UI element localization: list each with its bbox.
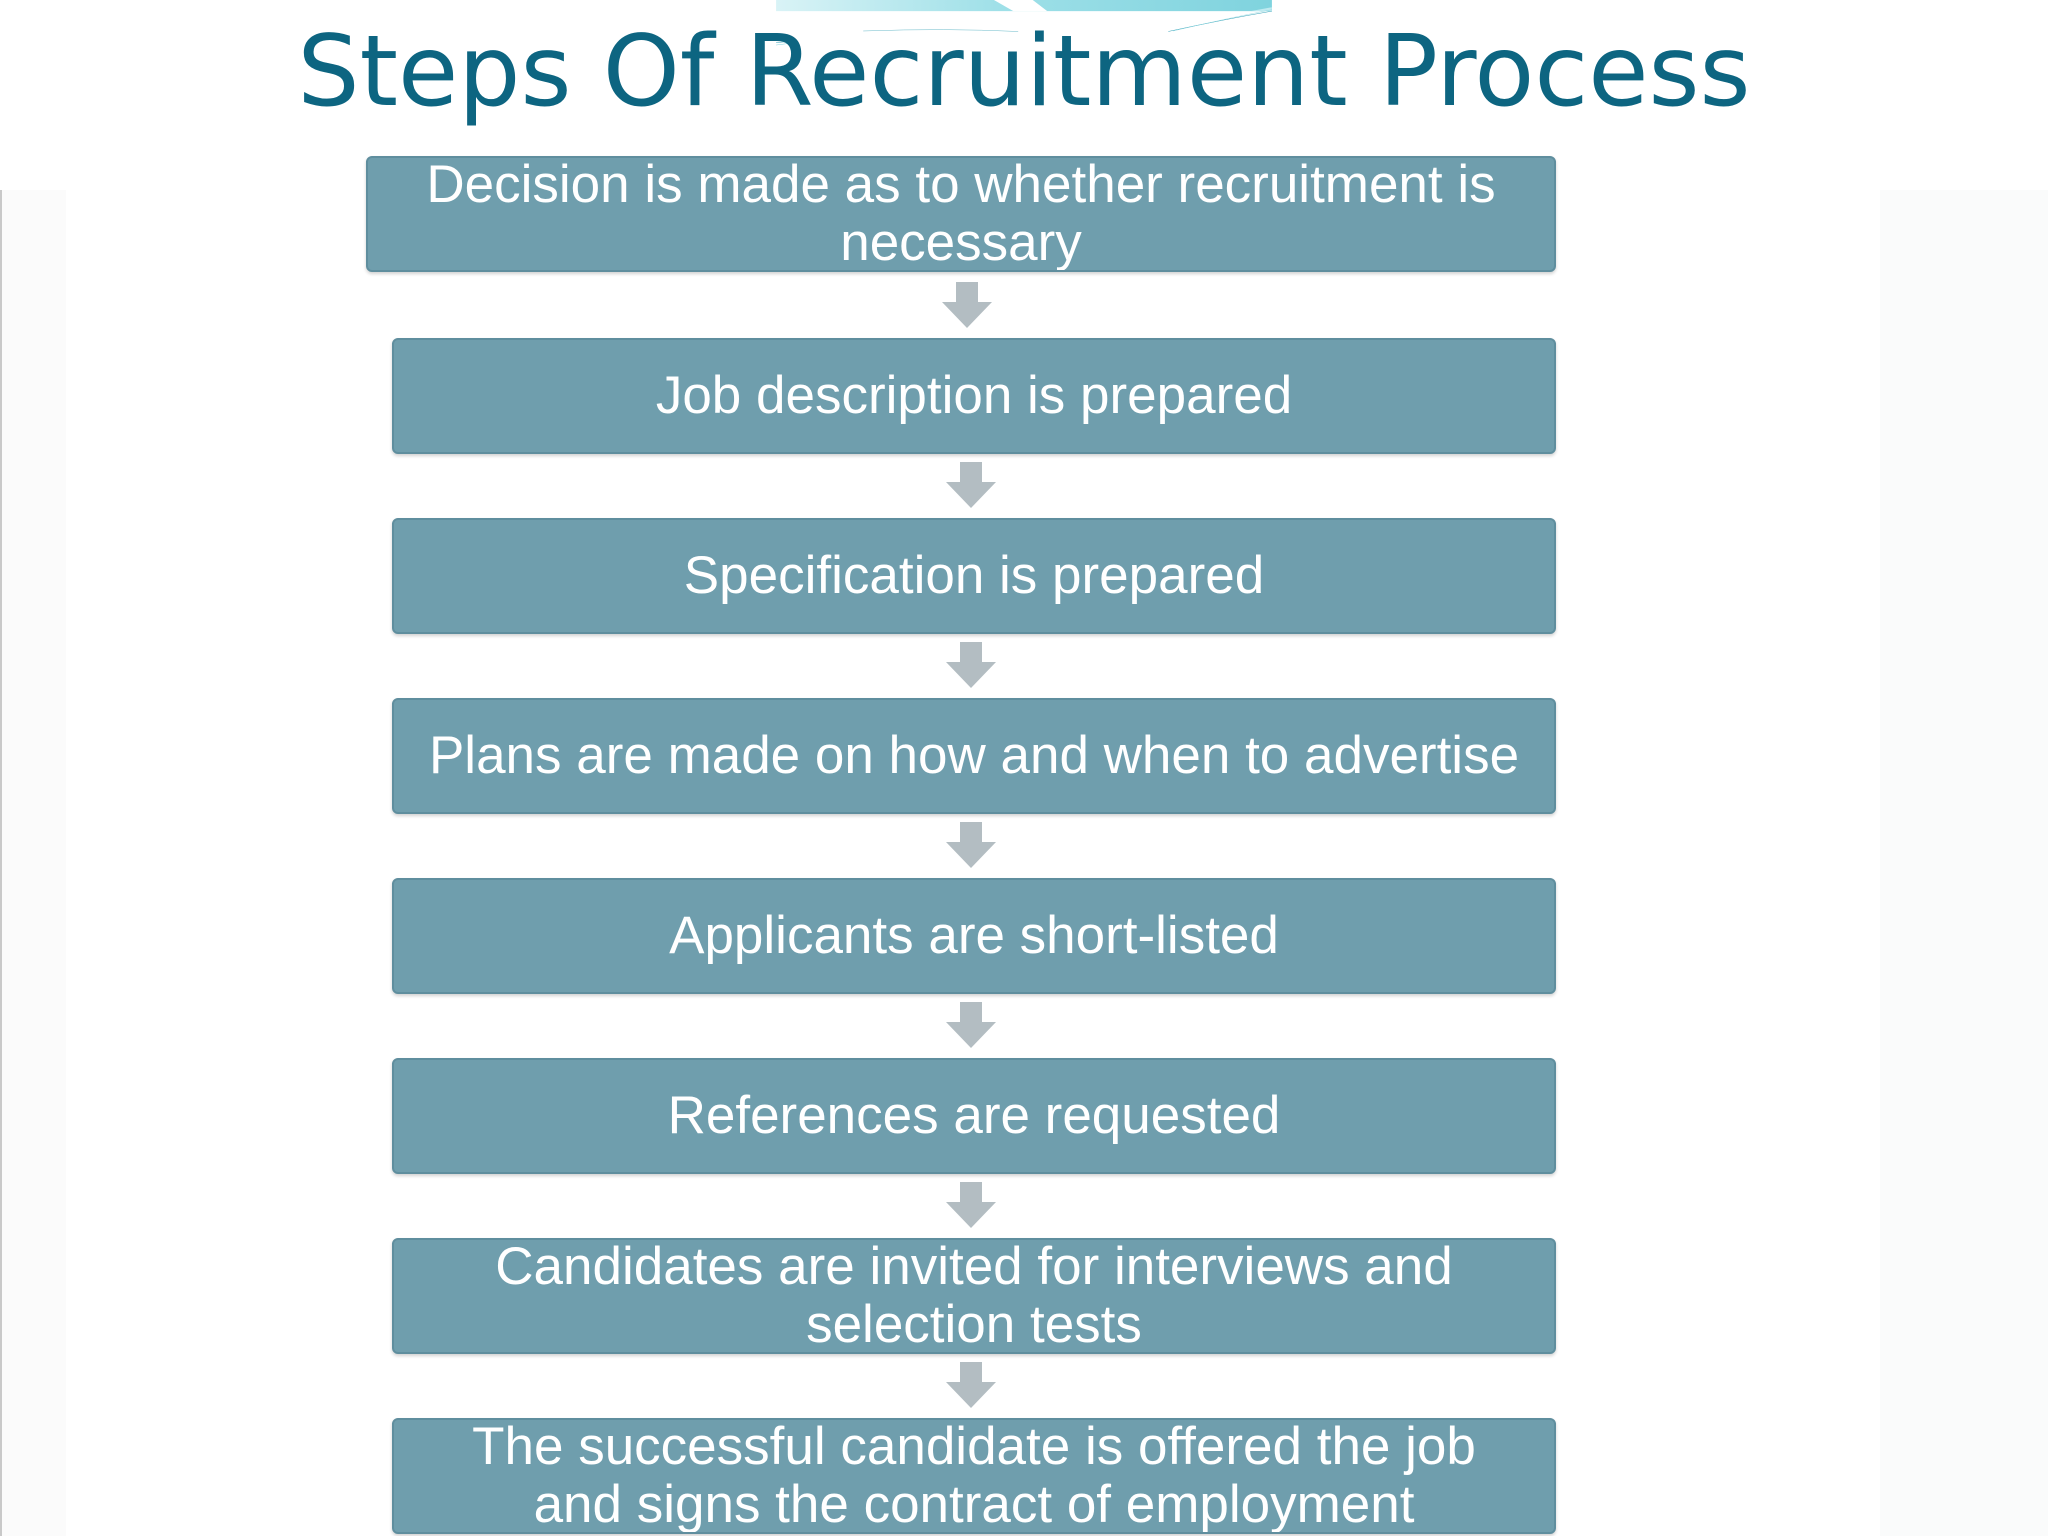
- down-arrow-icon: [946, 642, 996, 688]
- step-interviews: Candidates are invited for interviews an…: [392, 1238, 1556, 1354]
- left-margin-panel: [2, 190, 66, 1536]
- left-edge-line: [0, 190, 2, 1536]
- down-arrow-icon: [946, 822, 996, 868]
- right-margin-panel: [1880, 190, 2048, 1536]
- step-job-offer: The successful candidate is offered the …: [392, 1418, 1556, 1534]
- down-arrow-icon: [946, 1362, 996, 1408]
- step-advertising-plans: Plans are made on how and when to advert…: [392, 698, 1556, 814]
- down-arrow-icon: [946, 1182, 996, 1228]
- header-decoration: [776, 0, 1272, 46]
- down-arrow-icon: [942, 282, 992, 328]
- slide-title: Steps Of Recruitment Process: [297, 15, 1751, 129]
- down-arrow-icon: [946, 462, 996, 508]
- step-decision: Decision is made as to whether recruitme…: [366, 156, 1556, 272]
- step-shortlisting: Applicants are short-listed: [392, 878, 1556, 994]
- step-job-description: Job description is prepared: [392, 338, 1556, 454]
- step-references: References are requested: [392, 1058, 1556, 1174]
- step-specification: Specification is prepared: [392, 518, 1556, 634]
- down-arrow-icon: [946, 1002, 996, 1048]
